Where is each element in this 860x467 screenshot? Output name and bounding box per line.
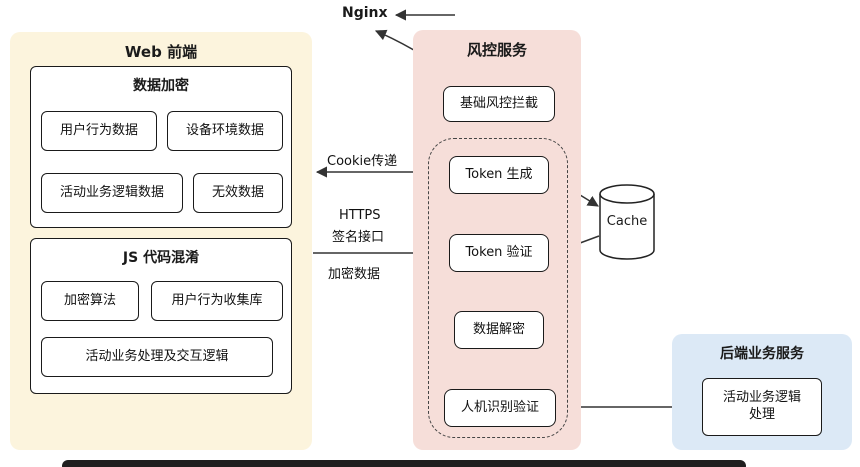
node-basic-risk-block: 基础风控拦截 — [443, 86, 555, 122]
node-token-verify: Token 验证 — [449, 234, 549, 272]
data-encryption-title: 数据加密 — [133, 78, 189, 94]
risk-control-title: 风控服务 — [466, 41, 527, 59]
node-data-decrypt: 数据解密 — [454, 311, 544, 349]
node-human-verify: 人机识别验证 — [444, 389, 556, 427]
risk-pipeline-container: Token 生成 Token 验证 数据解密 人机识别验证 — [428, 138, 568, 438]
node-activity-logic-data: 活动业务逻辑数据 — [41, 173, 183, 213]
node-encryption-algorithm: 加密算法 — [41, 281, 139, 321]
node-user-behavior-data: 用户行为数据 — [41, 111, 157, 151]
nginx-label: Nginx — [342, 5, 388, 21]
cache-store: Cache — [598, 184, 656, 262]
edge-label-signature-api: 签名接口 — [332, 230, 385, 245]
node-invalid-data: 无效数据 — [193, 173, 283, 213]
backend-service-group: 后端业务服务 活动业务逻辑处理 — [672, 334, 852, 450]
risk-control-group: 风控服务 基础风控拦截 Token 生成 Token 验证 数据解密 人机识别验… — [413, 30, 581, 450]
bottom-bar — [62, 460, 746, 467]
node-token-generate: Token 生成 — [449, 156, 549, 194]
node-activity-logic-process: 活动业务逻辑处理 — [702, 378, 822, 436]
web-frontend-title: Web 前端 — [124, 43, 198, 61]
node-behavior-collect-lib: 用户行为收集库 — [151, 281, 283, 321]
edge-label-https: HTTPS — [339, 208, 381, 223]
backend-service-title: 后端业务服务 — [720, 346, 804, 362]
edge-label-cookie: Cookie传递 — [327, 154, 398, 169]
js-obfuscation-panel: JS 代码混淆 加密算法 用户行为收集库 活动业务处理及交互逻辑 — [30, 238, 292, 394]
web-frontend-group: Web 前端 数据加密 用户行为数据 设备环境数据 活动业务逻辑数据 无效数据 … — [10, 32, 312, 450]
database-cylinder-icon — [599, 184, 655, 260]
node-activity-interaction-logic: 活动业务处理及交互逻辑 — [41, 337, 273, 377]
data-encryption-panel: 数据加密 用户行为数据 设备环境数据 活动业务逻辑数据 无效数据 — [30, 66, 292, 228]
cache-label: Cache — [606, 214, 648, 229]
edge-label-encrypted-data: 加密数据 — [328, 267, 381, 282]
node-device-env-data: 设备环境数据 — [167, 111, 283, 151]
js-obfuscation-title: JS 代码混淆 — [122, 250, 200, 266]
